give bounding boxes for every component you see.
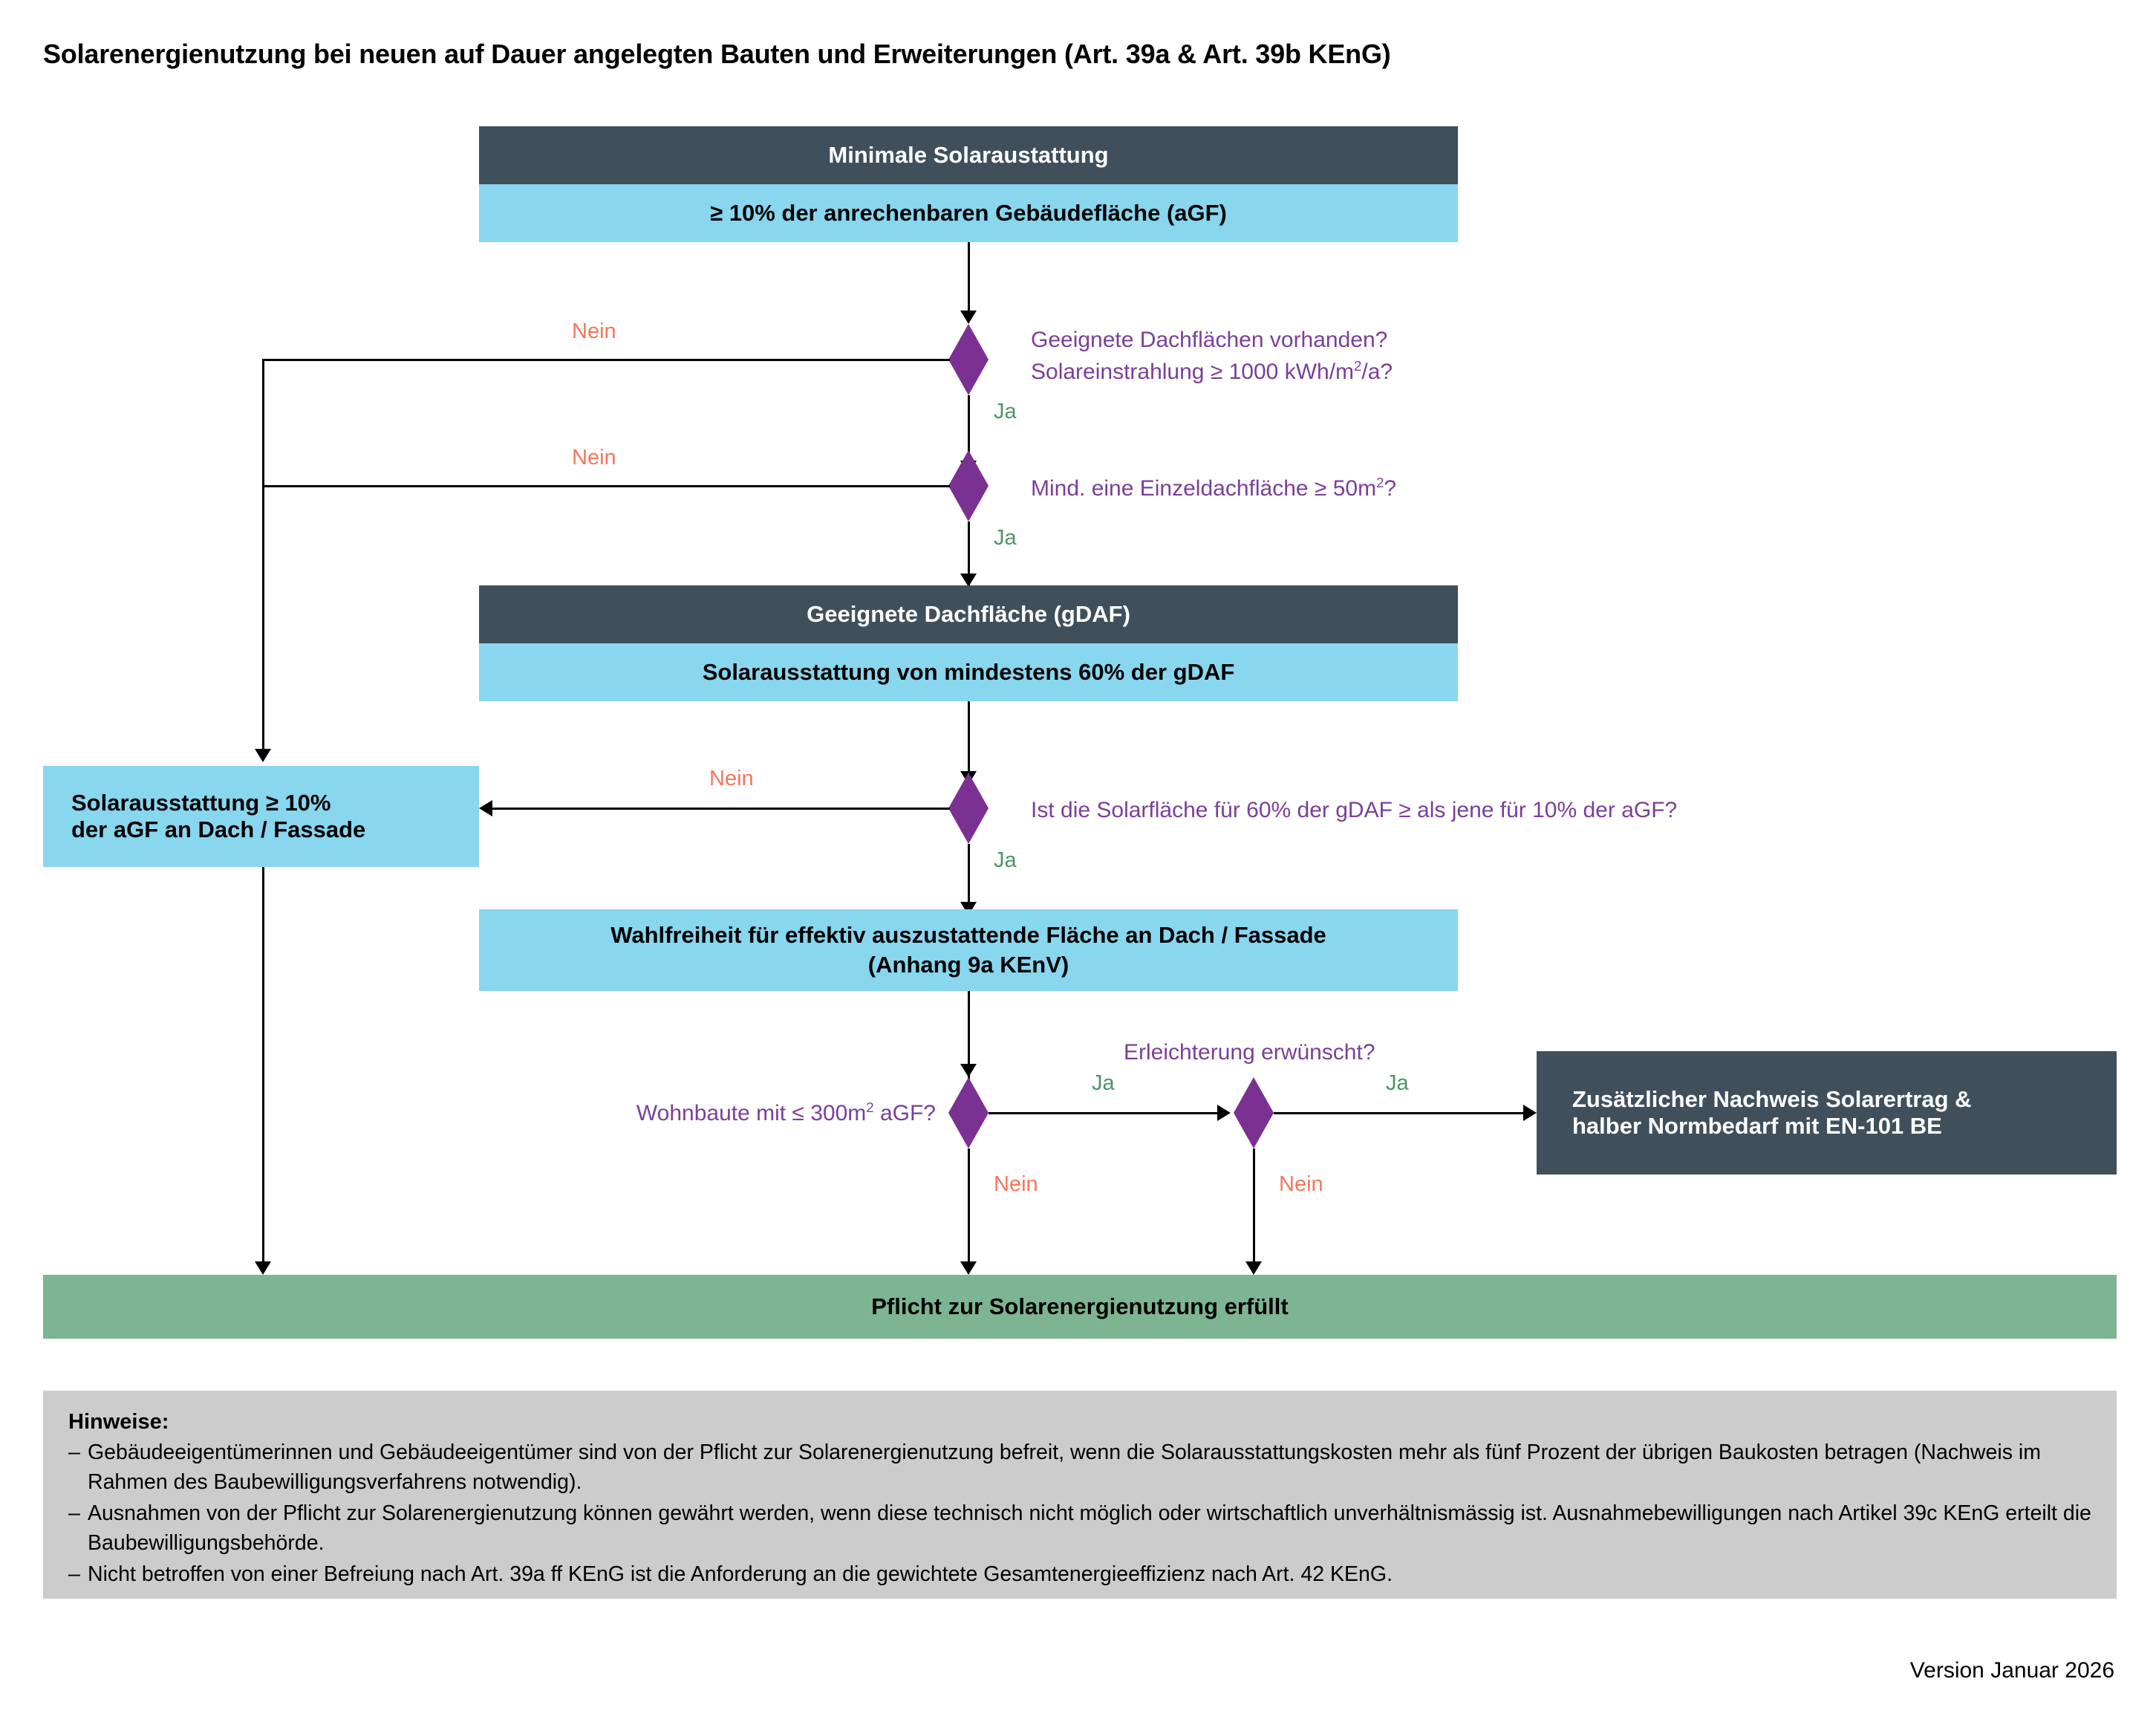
connector-gdaf-to-decision3 [968,701,970,777]
node-wahlfreiheit: Wahlfreiheit für effektiv auszustattende… [479,909,1458,991]
connector-decision1-to-decision2 [968,395,970,467]
hinweise-dash: – [68,1440,80,1464]
branch-ja-5-horizontal [1274,1112,1526,1114]
arrowhead-left-blue-box [479,800,492,816]
branch-ja-5-label: Ja [1386,1071,1409,1095]
node-nachweis-line-2: halber Normbedarf mit EN-101 BE [1572,1113,1942,1139]
node-minimale-solaraustattung-header: Minimale Solaraustattung [479,126,1458,184]
node-nachweis-line-1: Zusätzlicher Nachweis Solarertrag & [1572,1086,1972,1112]
decision-einzeldachflaeche [948,450,989,522]
branch-nein-2-horizontal [262,485,950,487]
branch-ja-4-horizontal [989,1112,1220,1114]
hinweise-dash: – [68,1501,80,1525]
branch-nein-2-label: Nein [572,446,616,470]
branch-nein-3-horizontal [492,808,950,810]
branch-ja-3-label: Ja [994,848,1017,872]
hinweise-item-text: Ausnahmen von der Pflicht zur Solarenerg… [88,1501,2091,1556]
branch-ja-2-label: Ja [994,526,1017,550]
hinweise-item: – Gebäudeeigentümerinnen und Gebäudeeige… [68,1438,2091,1498]
hinweise-item-text: Nicht betroffen von einer Befreiung nach… [88,1562,1393,1586]
node-minimale-solaraustattung-header-label: Minimale Solaraustattung [828,142,1109,169]
left-spine-upper [262,359,264,754]
hinweise-item: – Ausnahmen von der Pflicht zur Solarene… [68,1498,2091,1559]
node-solarausstattung-line-2: der aGF an Dach / Fassade [71,816,366,842]
branch-nein-4-vertical [968,1149,970,1267]
node-zusaetzlicher-nachweis: Zusätzlicher Nachweis Solarertrag & halb… [1537,1051,2117,1175]
decision-wohnbaute [948,1077,989,1149]
hinweise-item-text: Gebäudeeigentümerinnen und Gebäudeeigent… [88,1440,2041,1495]
arrowhead-decision4 [960,1064,977,1077]
arrowhead-nachweis [1523,1105,1537,1121]
left-spine-lower [262,867,264,1268]
version-label: Version Januar 2026 [1909,1658,2114,1683]
node-minimale-solaraustattung-body: ≥ 10% der anrechenbaren Gebäudefläche (a… [479,184,1458,242]
page-title: Solarenergienutzung bei neuen auf Dauer … [43,39,1391,69]
decision-1-line-1: Geeignete Dachflächen vorhanden? [1031,328,1388,352]
decision-geeignete-dachflaechen-label: Geeignete Dachflächen vorhanden? Solarei… [1031,325,1393,388]
branch-nein-1-label: Nein [572,319,616,343]
node-solarausstattung-line-1: Solarausstattung ≥ 10% [71,790,331,816]
arrowhead-green-from-left [255,1261,271,1275]
decision-solarflaeche-vergleich-label: Ist die Solarfläche für 60% der gDAF ≥ a… [1031,798,1678,822]
branch-ja-4-label: Ja [1092,1071,1115,1095]
branch-nein-4-label: Nein [994,1172,1038,1196]
node-pflicht-erfuellt: Pflicht zur Solarenergienutzung erfüllt [43,1275,2117,1339]
arrowhead-left-blue-box-top [255,749,271,762]
branch-nein-3-label: Nein [709,767,754,790]
hinweise-heading: Hinweise: [68,1410,169,1434]
connector-decision3-to-wahlfreiheit [968,844,970,912]
decision-erleichterung [1234,1077,1274,1149]
branch-nein-1-horizontal [262,359,950,361]
arrowhead-decision5 [1217,1105,1231,1121]
node-wahlfreiheit-line-1: Wahlfreiheit für effektiv auszustattende… [610,922,1326,949]
node-gdaf-header-label: Geeignete Dachfläche (gDAF) [807,601,1130,628]
arrowhead-green-from-decision5 [1245,1261,1262,1275]
connector-decision2-to-gdaf [968,522,970,587]
decision-solarflaeche-vergleich [948,773,989,844]
decision-1-line-2: Solareinstrahlung ≥ 1000 kWh/m2/a? [1031,357,1393,384]
branch-ja-1-label: Ja [994,400,1017,423]
decision-geeignete-dachflaechen [948,324,989,395]
branch-nein-5-vertical [1253,1149,1255,1267]
decision-erleichterung-label: Erleichterung erwünscht? [1124,1040,1375,1065]
node-solarausstattung-10-prozent: Solarausstattung ≥ 10% der aGF an Dach /… [43,766,479,867]
connector-wahlfreiheit-to-decision4 [968,991,970,1080]
node-pflicht-erfuellt-label: Pflicht zur Solarenergienutzung erfüllt [871,1293,1289,1320]
hinweise-dash: – [68,1562,80,1586]
node-gdaf-body-label: Solarausstattung von mindestens 60% der … [702,659,1235,686]
arrowhead-decision1 [960,311,977,324]
connector-node1-to-decision1 [968,242,970,316]
arrowhead-green-from-decision4 [960,1261,977,1275]
decision-einzeldachflaeche-label: Mind. eine Einzeldachfläche ≥ 50m2? [1031,475,1397,501]
node-gdaf-header: Geeignete Dachfläche (gDAF) [479,585,1458,643]
hinweise-panel: Hinweise: – Gebäudeeigentümerinnen und G… [43,1391,2117,1599]
arrowhead-gdaf [960,574,977,587]
node-minimale-solaraustattung-body-label: ≥ 10% der anrechenbaren Gebäudefläche (a… [710,200,1227,227]
decision-wohnbaute-label: Wohnbaute mit ≤ 300m2 aGF? [636,1099,936,1125]
node-gdaf-body: Solarausstattung von mindestens 60% der … [479,643,1458,701]
hinweise-item: – Nicht betroffen von einer Befreiung na… [68,1559,2091,1589]
node-wahlfreiheit-line-2: (Anhang 9a KEnV) [867,952,1069,978]
branch-nein-5-label: Nein [1279,1172,1323,1196]
